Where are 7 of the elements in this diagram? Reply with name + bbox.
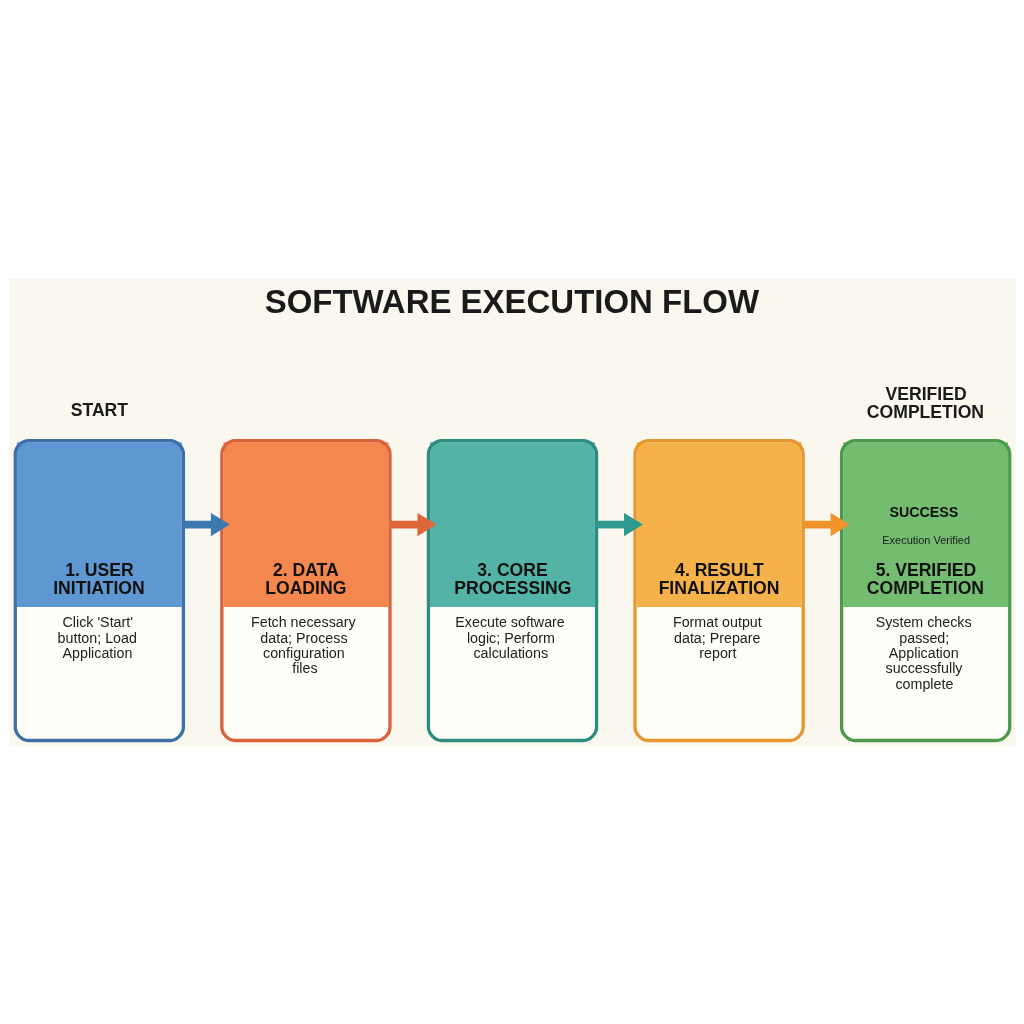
node-label: VERIFIED COMPLETION <box>866 383 984 422</box>
arrow <box>595 512 643 536</box>
arrow <box>388 512 436 536</box>
node-label: START <box>70 399 128 420</box>
arrow <box>802 512 849 536</box>
arrow <box>182 512 230 536</box>
diagram-title: SOFTWARE EXECUTION FLOW <box>264 282 759 320</box>
